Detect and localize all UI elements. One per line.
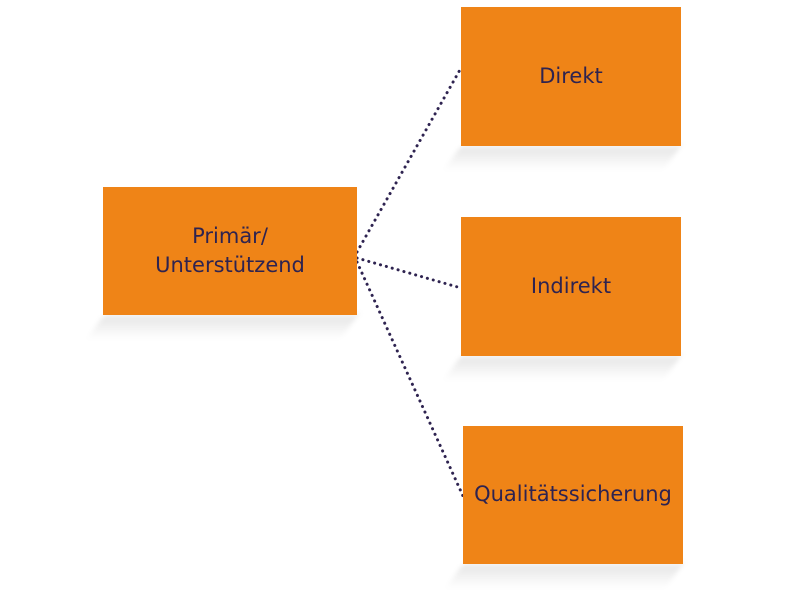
node-direkt: Direkt (461, 7, 681, 146)
node-qualitaetssicherung-label: Qualitätssicherung (474, 482, 672, 507)
connector-root-to-indirekt (355, 256, 463, 290)
connector-root-to-direkt (355, 66, 463, 254)
node-indirekt: Indirekt (461, 217, 681, 356)
node-direkt-label: Direkt (539, 63, 603, 88)
node-root: Primär/ Unterstützend (103, 187, 357, 315)
connector-root-to-qualitaetssicherung (355, 260, 465, 498)
node-root-label: Primär/ Unterstützend (155, 223, 305, 277)
node-indirekt-label: Indirekt (530, 273, 612, 298)
node-qualitaetssicherung: Qualitätssicherung (463, 426, 683, 564)
